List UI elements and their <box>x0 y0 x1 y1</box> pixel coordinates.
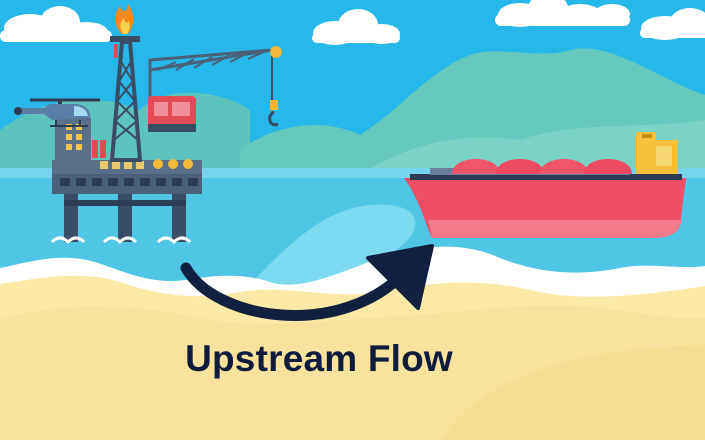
curved-arrow-icon <box>180 244 434 321</box>
helicopter-icon <box>14 98 100 127</box>
cloud-icon <box>312 9 400 45</box>
cloud-icon <box>0 6 112 42</box>
oil-rig-icon <box>50 36 202 245</box>
cloud-icon <box>640 8 705 40</box>
flame-icon <box>115 4 134 34</box>
wave-highlight <box>250 204 416 287</box>
caption: Upstream Flow <box>185 338 453 379</box>
cloud-icon <box>495 0 630 27</box>
surf <box>0 246 705 300</box>
tanker-ship-icon <box>404 132 686 238</box>
